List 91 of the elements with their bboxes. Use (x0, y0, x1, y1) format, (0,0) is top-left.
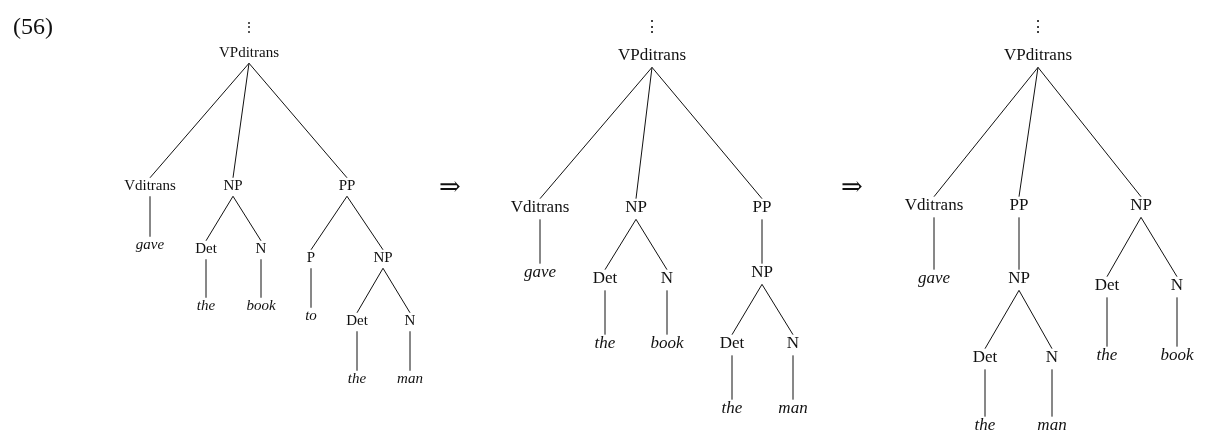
word-label: the (196, 296, 216, 314)
tree-branch (248, 62, 348, 179)
tree-branch (260, 258, 262, 299)
category-label: PP (338, 176, 356, 194)
tree-branch (635, 66, 653, 200)
tree-branch (792, 354, 794, 401)
ellipsis-mark: ⋮ (1030, 19, 1046, 35)
category-label: Det (1094, 275, 1120, 295)
word-label: the (974, 415, 996, 435)
tree-branch (310, 195, 348, 251)
tree-branch (984, 289, 1020, 350)
category-label: NP (625, 197, 647, 217)
category-label: N (786, 333, 800, 353)
category-label: N (255, 239, 267, 257)
word-label: gave (135, 235, 165, 253)
word-label: the (594, 333, 616, 353)
category-label: Vditrans (510, 197, 570, 217)
word-label: book (246, 296, 276, 314)
tree-branch (382, 267, 411, 314)
category-label: N (1170, 275, 1184, 295)
word-label: the (721, 398, 743, 418)
category-label: NP (373, 248, 393, 266)
tree-branch (1037, 66, 1142, 198)
category-label: VPditrans (219, 43, 279, 61)
tree-branch (635, 218, 668, 271)
category-label: NP (751, 262, 773, 282)
word-label: book (650, 333, 684, 353)
word-label: man (778, 398, 808, 418)
category-label: N (660, 268, 674, 288)
tree-branch (539, 218, 541, 265)
tree-branch (984, 368, 986, 418)
tree-branch (761, 283, 794, 336)
tree-branch (310, 267, 312, 309)
category-label: VPditrans (618, 45, 686, 65)
derivation-arrow: ⇒ (841, 174, 863, 200)
tree-branch (604, 289, 606, 336)
tree-branch (356, 267, 384, 314)
tree-branch (409, 330, 411, 372)
category-label: PP (1009, 195, 1029, 215)
tree-branch (1106, 216, 1142, 278)
tree-branch (205, 195, 234, 242)
tree-branch (761, 218, 763, 265)
tree-branch (346, 195, 384, 251)
tree-branch (356, 330, 358, 372)
tree-branch (1018, 289, 1053, 350)
word-label: the (1096, 345, 1118, 365)
category-label: NP (1130, 195, 1152, 215)
tree-branch (1051, 368, 1053, 418)
word-label: man (1037, 415, 1067, 435)
category-label: Det (592, 268, 618, 288)
tree-branch (232, 62, 250, 179)
category-label: NP (1008, 268, 1030, 288)
category-label: Det (972, 347, 998, 367)
word-label: book (1160, 345, 1194, 365)
category-label: PP (752, 197, 772, 217)
category-label: Vditrans (124, 176, 176, 194)
tree-branch (205, 258, 207, 299)
word-label: the (347, 369, 367, 387)
tree-branch (1018, 216, 1020, 271)
word-label: man (397, 369, 423, 387)
tree-branch (149, 62, 250, 179)
tree-branch (1140, 216, 1178, 278)
tree-branch (232, 195, 262, 242)
ellipsis-mark: ⋮ (644, 19, 660, 35)
tree-branch (149, 195, 151, 238)
category-label: P (306, 248, 316, 266)
category-label: Det (719, 333, 745, 353)
category-label: Det (346, 311, 368, 329)
tree-branch (731, 283, 763, 336)
tree-branch (1018, 66, 1039, 198)
category-label: N (1045, 347, 1059, 367)
tree-branch (651, 66, 763, 200)
category-label: N (404, 311, 416, 329)
tree-branch (933, 66, 1039, 198)
example-number: (56) (13, 14, 53, 38)
word-label: gave (523, 262, 557, 282)
tree-branch (731, 354, 733, 401)
category-label: Vditrans (904, 195, 964, 215)
derivation-arrow: ⇒ (439, 174, 461, 200)
tree-branch (1176, 296, 1178, 348)
category-label: NP (223, 176, 243, 194)
category-label: Det (195, 239, 217, 257)
word-label: to (305, 306, 317, 324)
tree-branch (604, 218, 637, 271)
tree-branch (539, 66, 653, 200)
word-label: gave (917, 268, 951, 288)
tree-branch (666, 289, 668, 336)
tree-branch (933, 216, 935, 271)
tree-branch (1106, 296, 1108, 348)
category-label: VPditrans (1004, 45, 1072, 65)
ellipsis-mark: ⋮ (242, 21, 256, 35)
